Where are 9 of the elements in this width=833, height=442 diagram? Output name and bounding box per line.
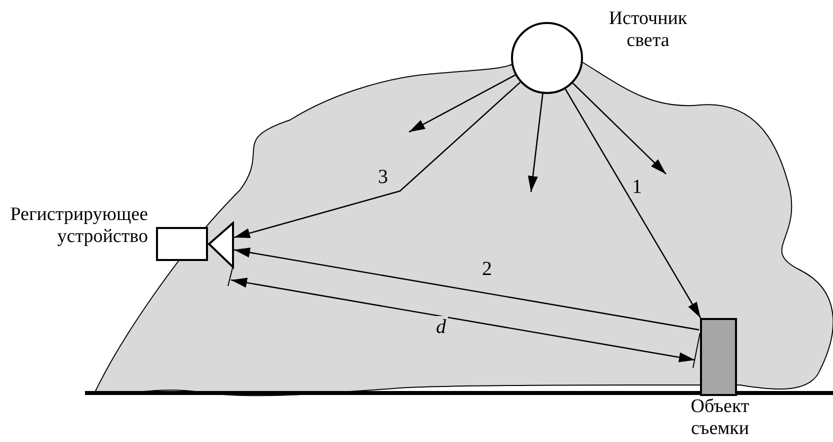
arrow xyxy=(564,88,702,318)
arrow xyxy=(528,94,544,192)
camera-label: Регистрирующее устройство xyxy=(10,204,148,247)
arrow xyxy=(408,74,516,133)
arrow xyxy=(234,248,700,330)
object-label: Объект съемки xyxy=(690,396,750,439)
arrow xyxy=(234,82,521,238)
light-source-label: Источник света xyxy=(608,8,688,51)
arrow xyxy=(572,82,666,174)
